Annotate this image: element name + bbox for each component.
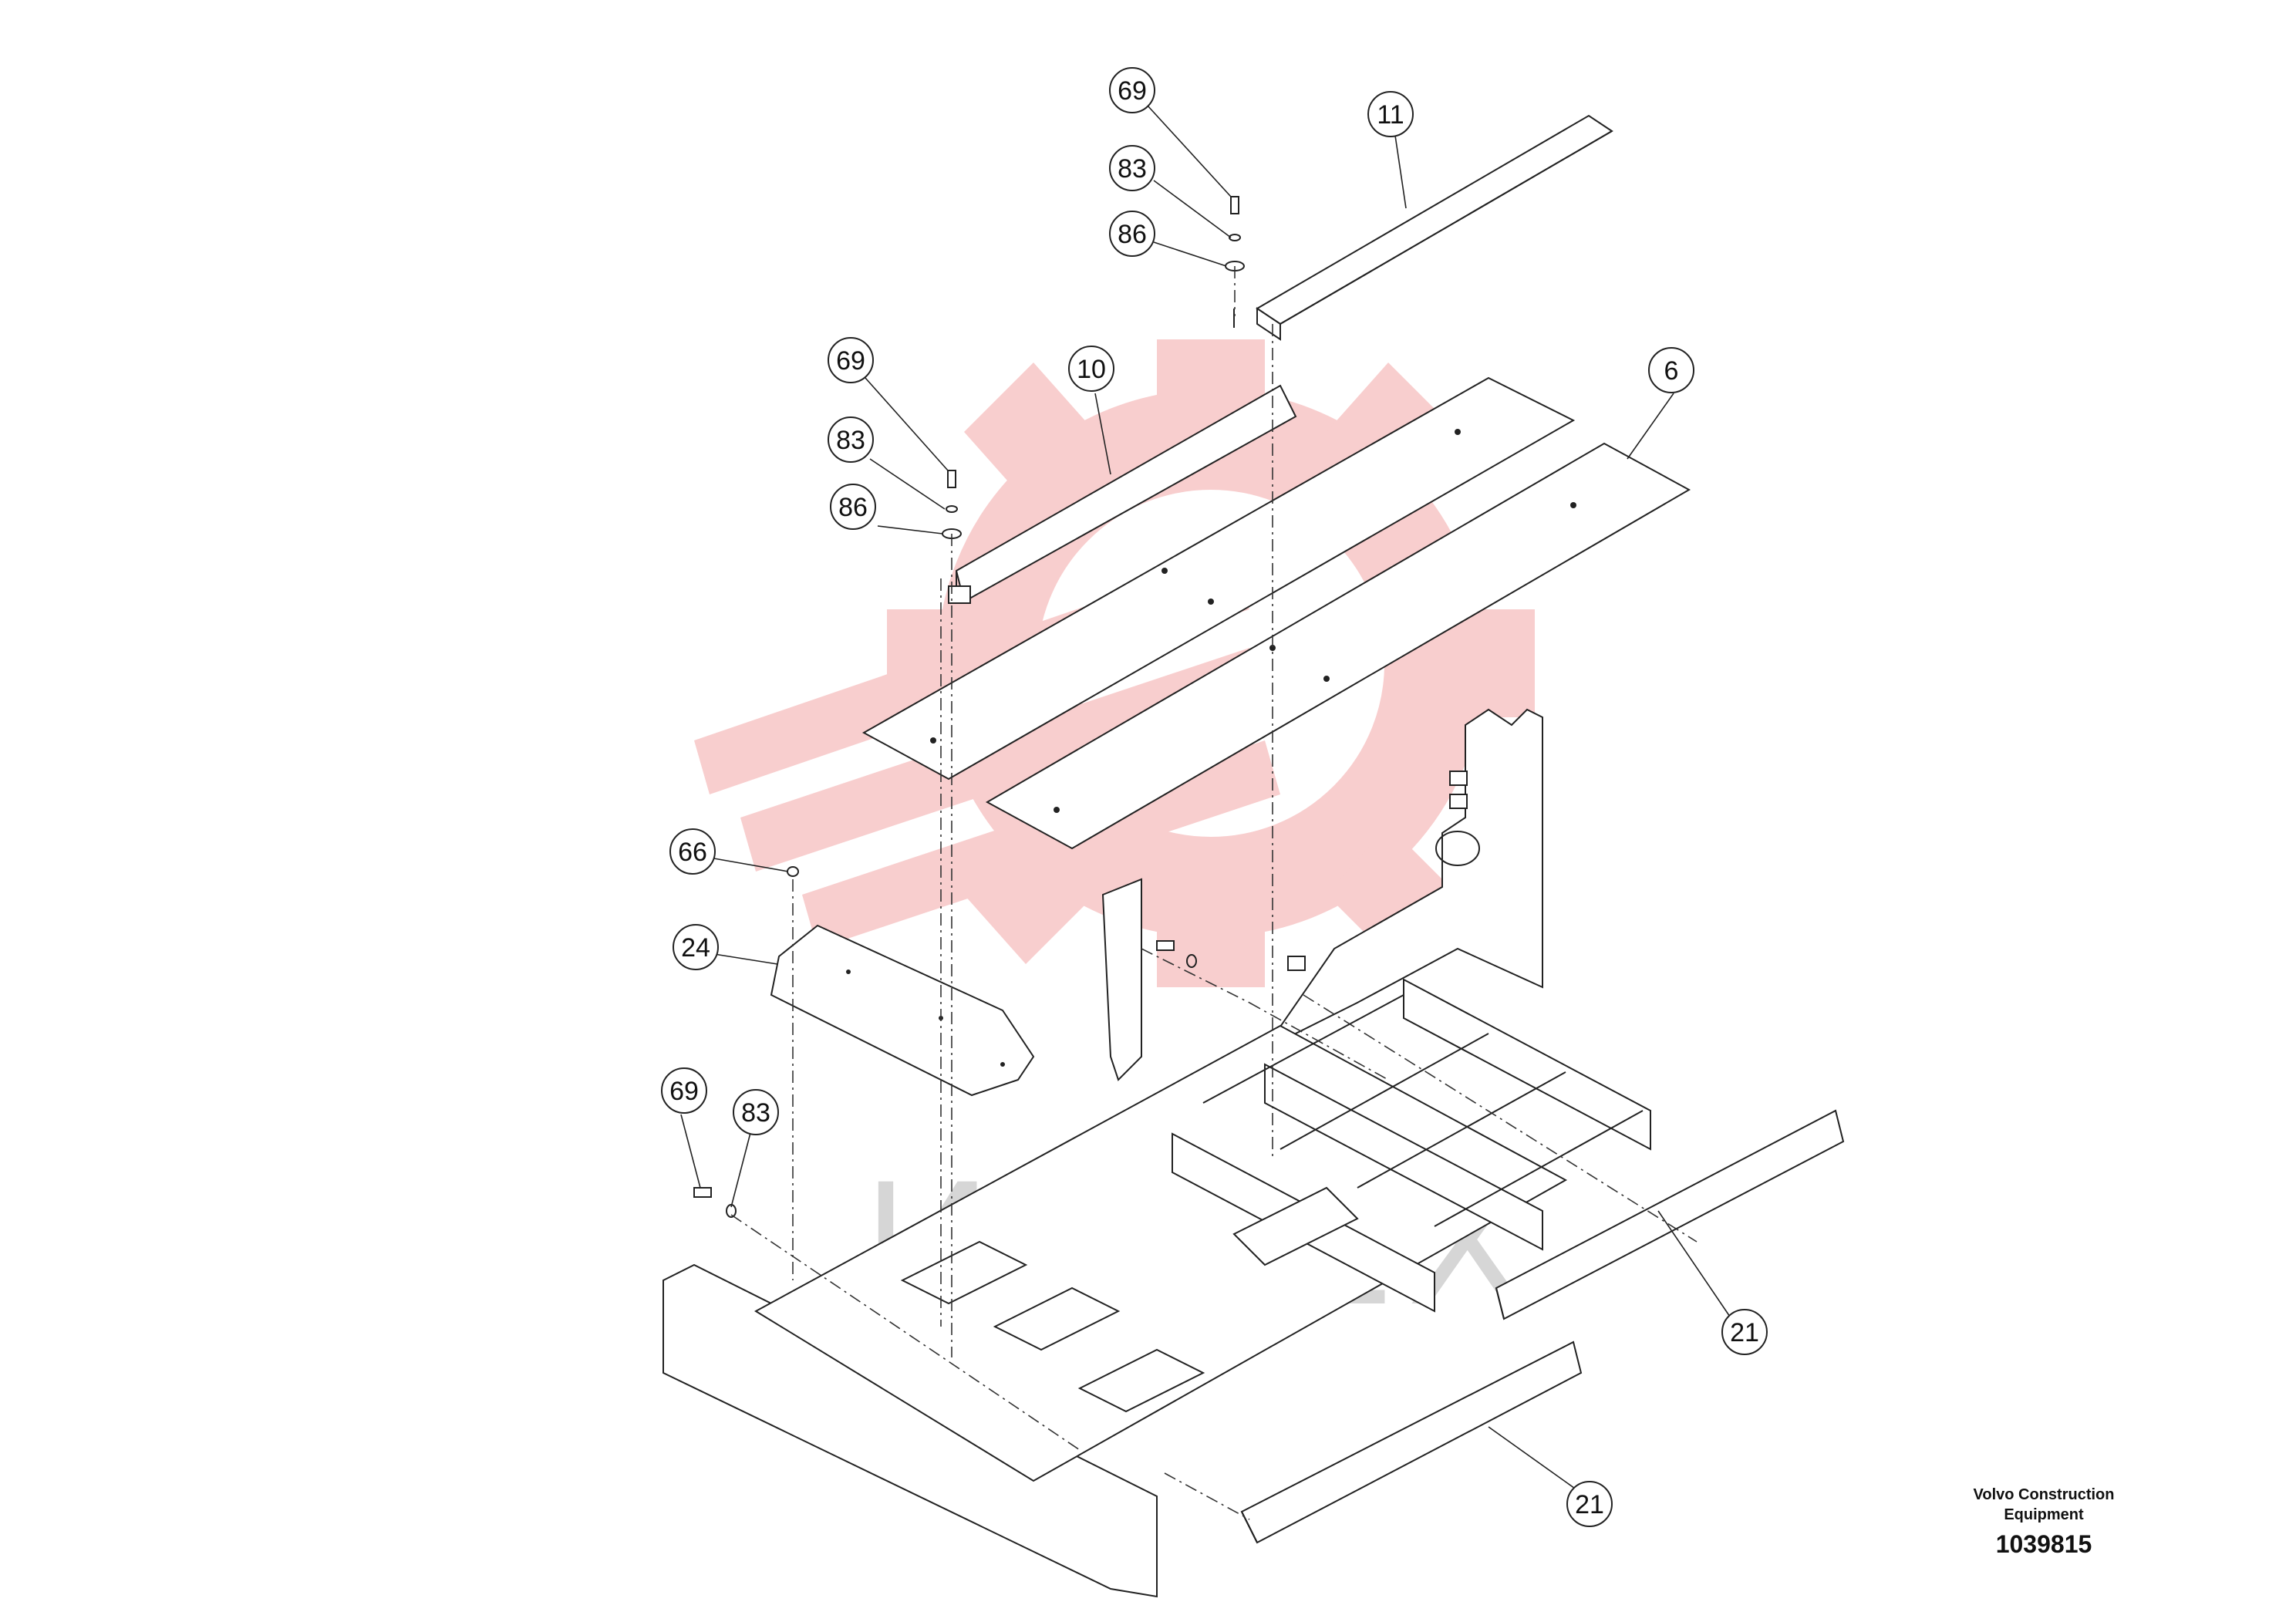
svg-text:21: 21 <box>1575 1490 1604 1519</box>
svg-text:21: 21 <box>1730 1318 1759 1347</box>
callout-10: 10 <box>1068 346 1114 392</box>
svg-text:69: 69 <box>836 346 865 376</box>
part-21-strip-lower <box>1240 1340 1583 1544</box>
svg-text:86: 86 <box>838 493 868 522</box>
fastener-bolt-bracket <box>1156 940 1197 968</box>
part-10-cover-strip <box>948 384 1297 604</box>
callout-11: 11 <box>1367 91 1414 137</box>
fastener-bolt-top <box>1225 196 1245 271</box>
part-6-floor-plate-left <box>861 376 1576 781</box>
part-21-strip-right <box>1495 1109 1845 1320</box>
callout-69-middle: 69 <box>828 337 874 383</box>
angled-bracket <box>1101 878 1142 1081</box>
svg-text:83: 83 <box>741 1098 770 1128</box>
svg-text:86: 86 <box>1118 220 1147 249</box>
callout-83-middle: 83 <box>828 416 874 463</box>
callout-83-top: 83 <box>1109 145 1155 191</box>
svg-text:66: 66 <box>678 838 707 867</box>
fastener-bolt-middle <box>942 470 962 539</box>
svg-text:83: 83 <box>836 426 865 455</box>
leader-lines <box>680 105 1732 1491</box>
svg-text:6: 6 <box>1664 356 1679 386</box>
part-24-side-plate <box>770 924 1035 1097</box>
part-6-floor-plate-right <box>985 442 1691 850</box>
assembly-center-lines <box>730 266 1698 1520</box>
base-frame <box>663 978 1651 1598</box>
callout-21-lower: 21 <box>1566 1481 1613 1527</box>
svg-text:11: 11 <box>1377 100 1404 130</box>
fastener-bolt-66 <box>787 866 799 877</box>
callout-69-lower: 69 <box>661 1067 707 1114</box>
callout-86-top: 86 <box>1109 211 1155 257</box>
caption-company-line1: Volvo Construction <box>1974 1486 2115 1503</box>
callout-83-lower: 83 <box>733 1089 779 1135</box>
caption-company-line2: Equipment <box>2004 1506 2084 1523</box>
svg-text:83: 83 <box>1118 154 1147 184</box>
callout-24: 24 <box>673 924 719 970</box>
rear-wall-panel <box>1264 708 1543 1050</box>
svg-text:69: 69 <box>669 1077 699 1106</box>
callout-69-top: 69 <box>1109 67 1155 113</box>
callout-86-middle: 86 <box>830 484 876 530</box>
caption-drawing-number: 1039815 <box>1996 1530 2092 1558</box>
callout-66: 66 <box>669 828 716 875</box>
callout-21-right: 21 <box>1721 1309 1768 1355</box>
callout-6: 6 <box>1648 347 1694 393</box>
svg-text:10: 10 <box>1077 355 1106 384</box>
svg-text:24: 24 <box>681 933 710 963</box>
svg-text:69: 69 <box>1118 76 1147 106</box>
fastener-bolt-lower <box>693 1187 737 1218</box>
caption-block: Volvo Construction Equipment 1039815 <box>1974 1486 2115 1558</box>
part-11-cover-strip <box>1233 114 1613 341</box>
